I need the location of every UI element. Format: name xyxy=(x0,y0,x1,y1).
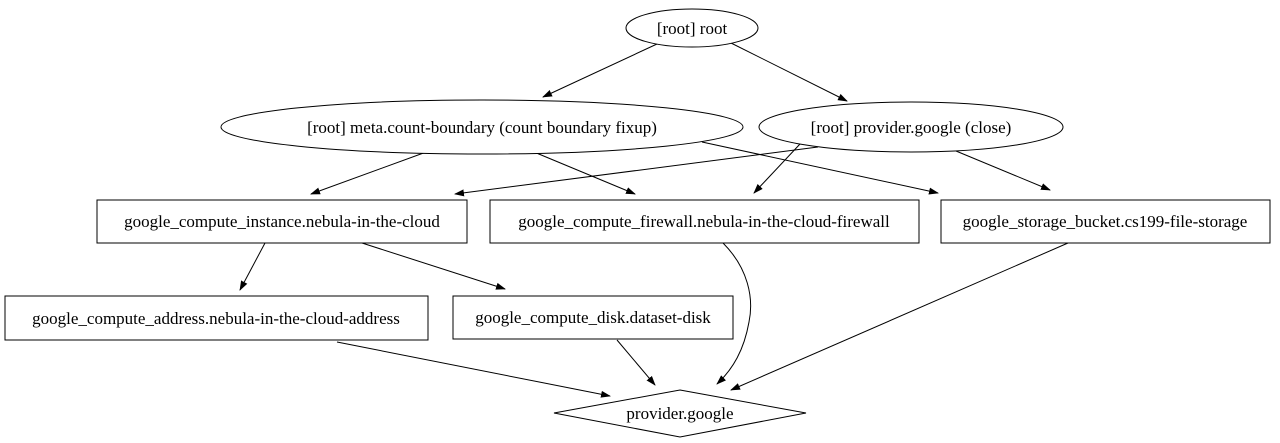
edge-provider-google-close-to-compute-firewall xyxy=(753,143,801,194)
edge-meta-count-boundary-to-compute-instance xyxy=(310,150,430,195)
node-provider-google-shape xyxy=(553,389,807,438)
node-compute-disk: google_compute_disk.dataset-disk xyxy=(452,295,734,340)
node-storage-bucket-shape xyxy=(940,199,1271,244)
edge-compute-address-to-provider-google xyxy=(336,341,611,398)
node-provider-google: provider.google xyxy=(553,389,807,438)
edge-compute-instance-to-compute-disk xyxy=(361,242,506,290)
edge-provider-google-close-to-storage-bucket xyxy=(955,150,1051,191)
node-compute-address-shape xyxy=(4,295,429,341)
node-storage-bucket: google_storage_bucket.cs199-file-storage xyxy=(940,199,1271,244)
node-compute-disk-shape xyxy=(452,295,734,340)
edge-root-to-meta-count-boundary xyxy=(542,43,658,98)
node-compute-address: google_compute_address.nebula-in-the-clo… xyxy=(4,295,429,341)
node-compute-instance: google_compute_instance.nebula-in-the-cl… xyxy=(96,199,468,244)
node-compute-instance-label: google_compute_instance.nebula-in-the-cl… xyxy=(124,212,440,231)
edge-compute-firewall-to-provider-google xyxy=(716,242,752,385)
node-layer: [root] root [root] meta.count-boundary (… xyxy=(4,8,1271,438)
node-meta-count-boundary: [root] meta.count-boundary (count bounda… xyxy=(220,99,744,155)
node-root-label: [root] root xyxy=(657,19,728,38)
node-compute-disk-label: google_compute_disk.dataset-disk xyxy=(475,308,711,327)
node-meta-count-boundary-label: [root] meta.count-boundary (count bounda… xyxy=(307,118,657,137)
node-root: [root] root xyxy=(625,8,759,48)
node-provider-google-close: [root] provider.google (close) xyxy=(758,101,1064,153)
edge-meta-count-boundary-to-storage-bucket xyxy=(701,141,939,195)
node-compute-address-label: google_compute_address.nebula-in-the-clo… xyxy=(32,309,400,328)
edge-root-to-provider-google-close xyxy=(730,42,848,102)
edge-compute-disk-to-provider-google xyxy=(616,339,656,386)
node-provider-google-close-label: [root] provider.google (close) xyxy=(811,118,1012,137)
edge-provider-google-close-to-compute-instance xyxy=(454,146,819,197)
node-root-shape xyxy=(625,8,759,48)
node-compute-instance-shape xyxy=(96,199,468,244)
node-meta-count-boundary-shape xyxy=(220,99,744,155)
node-compute-firewall-label: google_compute_firewall.nebula-in-the-cl… xyxy=(518,212,890,231)
node-compute-firewall-shape xyxy=(489,199,920,244)
edge-layer xyxy=(239,42,1069,398)
edge-storage-bucket-to-provider-google xyxy=(730,242,1069,391)
node-storage-bucket-label: google_storage_bucket.cs199-file-storage xyxy=(963,212,1248,231)
edge-meta-count-boundary-to-compute-firewall xyxy=(533,151,636,195)
node-provider-google-label: provider.google xyxy=(626,404,733,423)
node-compute-firewall: google_compute_firewall.nebula-in-the-cl… xyxy=(489,199,920,244)
edge-compute-instance-to-compute-address xyxy=(239,242,266,291)
node-provider-google-close-shape xyxy=(758,101,1064,153)
